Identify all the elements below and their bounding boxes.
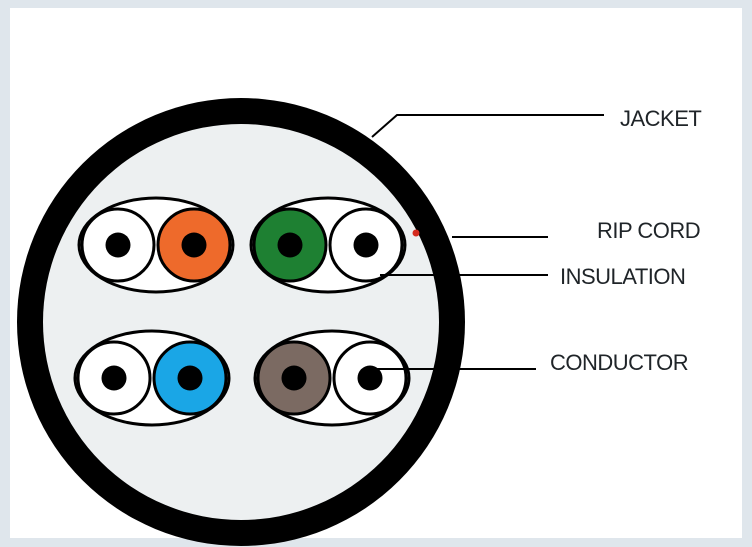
conductor <box>101 365 127 391</box>
conductor <box>353 232 379 258</box>
green-pair <box>249 196 407 294</box>
conductor <box>181 232 207 258</box>
leader-lines <box>370 114 604 370</box>
conductor <box>105 232 131 258</box>
blue-pair <box>73 329 231 427</box>
brown-pair <box>253 329 411 427</box>
rip-cord-label: RIP CORD <box>597 218 701 243</box>
conductor <box>177 365 203 391</box>
cable-core <box>43 124 439 520</box>
jacket-label: JACKET <box>620 106 702 131</box>
jacket-leader-line <box>371 114 604 138</box>
rip-cord-dot <box>412 229 420 237</box>
orange-pair <box>77 196 235 294</box>
conductor <box>281 365 307 391</box>
conductor-label: CONDUCTOR <box>550 350 689 375</box>
conductor <box>277 232 303 258</box>
conductor <box>357 365 383 391</box>
insulation-label: INSULATION <box>560 264 686 289</box>
twisted-pairs <box>73 196 411 427</box>
